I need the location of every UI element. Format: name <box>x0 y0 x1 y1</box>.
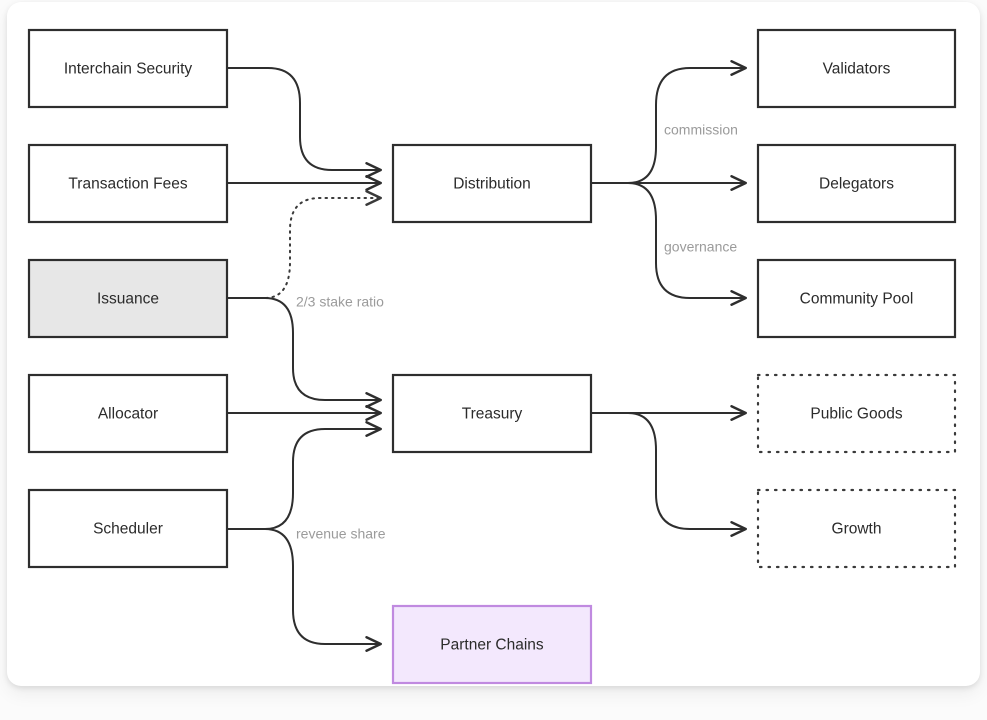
node-label-distribution: Distribution <box>453 176 531 193</box>
node-box-allocator[interactable] <box>27 373 229 454</box>
node-validators[interactable]: Validators <box>756 28 957 109</box>
node-interchain_security[interactable]: Interchain Security <box>27 28 229 109</box>
edge-issuance-to-distribution <box>226 190 382 299</box>
node-label-community_pool: Community Pool <box>800 291 914 308</box>
node-issuance[interactable]: Issuance <box>27 258 229 339</box>
node-box-community_pool[interactable] <box>756 258 957 339</box>
node-box-issuance[interactable] <box>27 258 229 339</box>
node-delegators[interactable]: Delegators <box>756 143 957 224</box>
edge-distribution-to-community_pool <box>591 182 747 306</box>
node-box-scheduler[interactable] <box>27 488 229 569</box>
node-label-growth: Growth <box>832 521 882 538</box>
node-label-treasury: Treasury <box>462 406 523 423</box>
node-distribution[interactable]: Distribution <box>391 143 593 224</box>
diagram-card <box>7 2 980 686</box>
edge-issuance-to-treasury <box>227 297 382 408</box>
node-label-public_goods: Public Goods <box>810 406 902 423</box>
node-label-allocator: Allocator <box>98 406 158 423</box>
edge-label-e6: revenue share <box>296 526 386 542</box>
node-box-distribution[interactable] <box>391 143 593 224</box>
node-treasury[interactable]: Treasury <box>391 373 593 454</box>
edge-distribution-to-validators <box>591 60 747 184</box>
node-box-transaction_fees[interactable] <box>27 143 229 224</box>
edge-scheduler-to-treasury <box>227 421 382 530</box>
node-allocator[interactable]: Allocator <box>27 373 229 454</box>
node-partner_chains[interactable]: Partner Chains <box>391 604 593 685</box>
edge-scheduler-to-partner_chains <box>227 528 382 652</box>
node-box-public_goods[interactable] <box>756 373 957 454</box>
node-box-interchain_security[interactable] <box>27 28 229 109</box>
node-label-interchain_security: Interchain Security <box>64 61 193 78</box>
node-community_pool[interactable]: Community Pool <box>756 258 957 339</box>
edge-labels-layer: 2/3 stake ratio revenue share commission go… <box>296 122 738 542</box>
node-label-partner_chains: Partner Chains <box>440 637 544 654</box>
node-transaction_fees[interactable]: Transaction Fees <box>27 143 229 224</box>
node-growth[interactable]: Growth <box>756 488 957 569</box>
edge-label-e10: governance <box>664 239 737 255</box>
edge-interchain_security-to-distribution <box>227 67 382 178</box>
node-scheduler[interactable]: Scheduler <box>27 488 229 569</box>
node-label-issuance: Issuance <box>97 291 159 308</box>
node-label-transaction_fees: Transaction Fees <box>68 176 187 193</box>
node-label-validators: Validators <box>823 61 891 78</box>
node-public_goods[interactable]: Public Goods <box>756 373 957 454</box>
node-box-delegators[interactable] <box>756 143 957 224</box>
edges-layer <box>226 60 747 652</box>
node-box-partner_chains[interactable] <box>391 604 593 685</box>
edge-treasury-to-growth <box>591 412 747 537</box>
edge-label-e8: commission <box>664 122 738 138</box>
node-box-validators[interactable] <box>756 28 957 109</box>
node-label-scheduler: Scheduler <box>93 521 163 538</box>
node-box-treasury[interactable] <box>391 373 593 454</box>
node-label-delegators: Delegators <box>819 176 894 193</box>
edge-label-e3: 2/3 stake ratio <box>296 294 384 310</box>
node-box-growth[interactable] <box>756 488 957 569</box>
